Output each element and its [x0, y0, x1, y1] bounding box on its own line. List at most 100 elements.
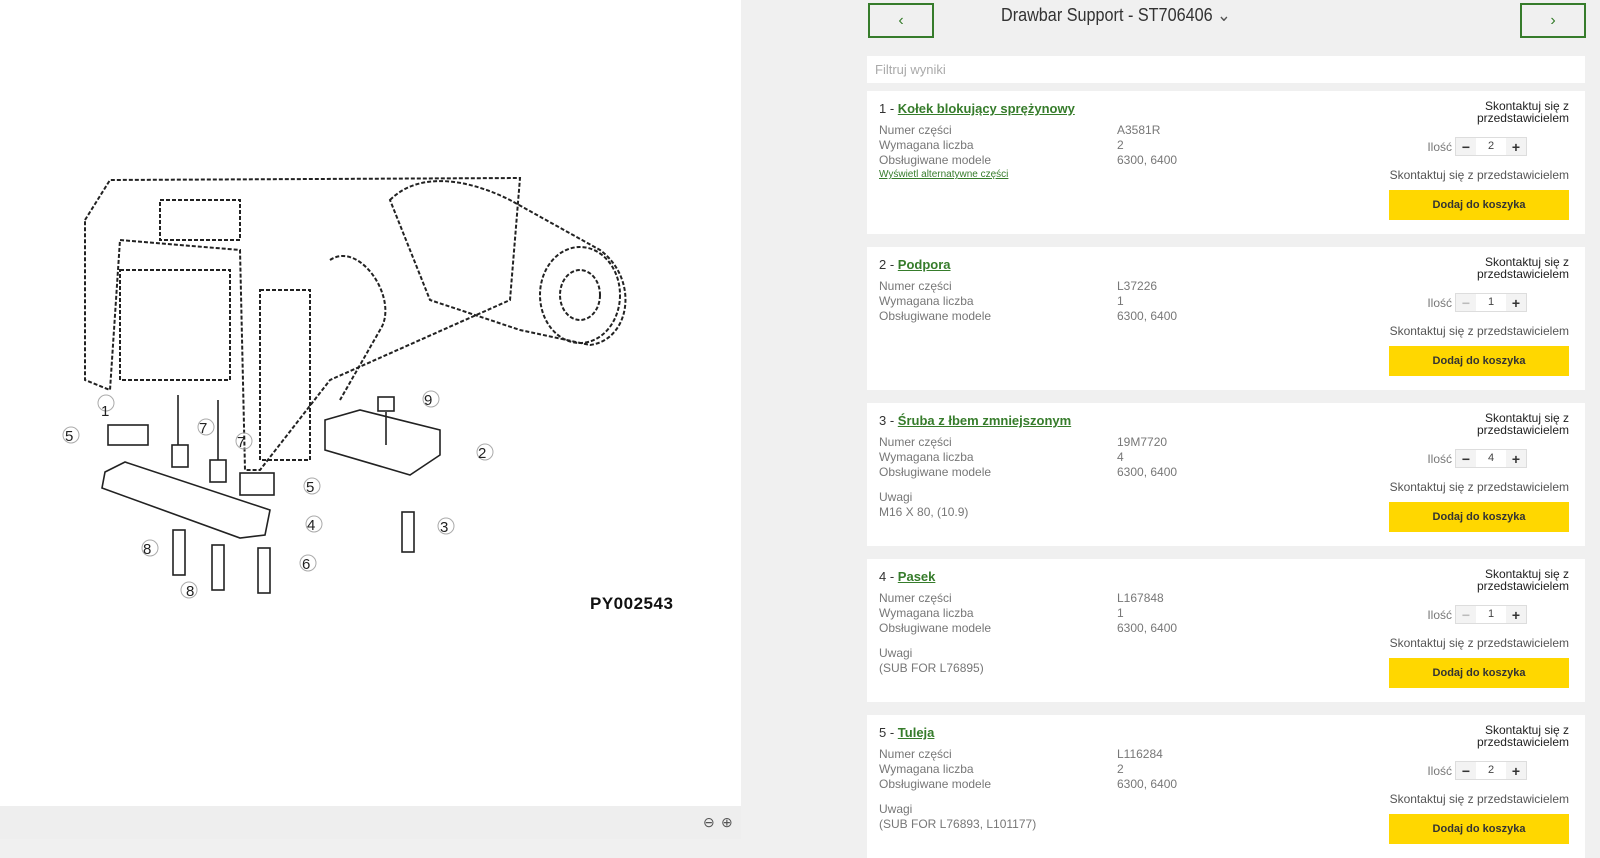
- part-title: 4 - Pasek: [879, 569, 935, 585]
- callout-3: 3: [437, 517, 455, 536]
- svg-text:1: 1: [101, 403, 109, 420]
- diagram-panel: 1 2 3 4 5 5 6 7 7 8 8 9 PY002543 ⊖ ⊕: [0, 0, 741, 839]
- increment-button[interactable]: +: [1511, 138, 1521, 155]
- svg-text:6: 6: [302, 556, 310, 573]
- callout-1: 1: [97, 394, 115, 420]
- callout-8: 8: [141, 539, 159, 558]
- add-to-cart-button[interactable]: Dodaj do koszyka: [1389, 814, 1569, 844]
- quantity-stepper: Ilość −4+: [1427, 449, 1527, 468]
- increment-button[interactable]: +: [1511, 606, 1521, 623]
- detail-value: 2: [1117, 138, 1124, 152]
- contact-dealer-text: Skontaktuj się z przedstawicielem: [1389, 324, 1569, 338]
- filter-input[interactable]: [867, 56, 1585, 83]
- part-index: 5 -: [879, 725, 898, 740]
- zoom-in-icon[interactable]: ⊕: [721, 814, 733, 830]
- part-title: 5 - Tuleja: [879, 725, 934, 741]
- part-name-link[interactable]: Pasek: [897, 569, 936, 584]
- increment-button[interactable]: +: [1511, 450, 1521, 467]
- svg-text:7: 7: [199, 420, 207, 437]
- decrement-button[interactable]: −: [1461, 606, 1471, 623]
- quantity-input[interactable]: 2: [1476, 762, 1506, 779]
- quantity-stepper: Ilość −1+: [1427, 605, 1527, 624]
- add-to-cart-button[interactable]: Dodaj do koszyka: [1389, 502, 1569, 532]
- notes-value: M16 X 80, (10.9): [879, 505, 969, 519]
- detail-value: 6300, 6400: [1117, 153, 1178, 167]
- detail-label: Obsługiwane modele: [879, 621, 992, 635]
- detail-label: Obsługiwane modele: [879, 777, 992, 791]
- decrement-button[interactable]: −: [1461, 138, 1471, 155]
- decrement-button[interactable]: −: [1461, 294, 1471, 311]
- part-name-link[interactable]: Kołek blokujący sprężynowy: [897, 101, 1075, 116]
- detail-label: Wymagana liczba: [879, 138, 974, 152]
- add-to-cart-button[interactable]: Dodaj do koszyka: [1389, 658, 1569, 688]
- part-title: 3 - Śruba z łbem zmniejszonym: [879, 413, 1071, 429]
- svg-text:4: 4: [307, 517, 315, 534]
- detail-label: Numer części: [879, 435, 952, 449]
- detail-value: 2: [1117, 762, 1124, 776]
- zoom-out-icon[interactable]: ⊖: [703, 814, 715, 830]
- decrement-button[interactable]: −: [1461, 762, 1471, 779]
- quantity-label: Ilość: [1427, 295, 1452, 310]
- increment-button[interactable]: +: [1511, 294, 1521, 311]
- increment-button[interactable]: +: [1511, 762, 1521, 779]
- detail-value: 1: [1117, 294, 1124, 308]
- part-detail-row: Numer części A3581R: [879, 123, 1160, 137]
- quantity-input[interactable]: 4: [1476, 450, 1506, 467]
- detail-label: Numer części: [879, 279, 952, 293]
- detail-label: Numer części: [879, 591, 952, 605]
- contact-dealer-text: Skontaktuj się z przedstawicielem: [1476, 723, 1569, 749]
- part-name-link[interactable]: Śruba z łbem zmniejszonym: [897, 413, 1072, 428]
- part-name-link[interactable]: Tuleja: [897, 725, 935, 740]
- contact-dealer-text: Skontaktuj się z przedstawicielem: [1476, 411, 1569, 437]
- quantity-stepper: Ilość −2+: [1427, 137, 1527, 156]
- detail-value: 6300, 6400: [1117, 777, 1178, 791]
- detail-label: Wymagana liczba: [879, 606, 974, 620]
- add-to-cart-button[interactable]: Dodaj do koszyka: [1389, 190, 1569, 220]
- chevron-down-icon[interactable]: ⌄: [1217, 5, 1231, 25]
- page-title[interactable]: Drawbar Support - ST706406 ⌄: [1001, 5, 1231, 26]
- part-index: 3 -: [879, 413, 898, 428]
- quantity-stepper: Ilość −1 +: [1427, 293, 1527, 312]
- callout-6: 6: [299, 554, 317, 573]
- contact-dealer-text: Skontaktuj się z przedstawicielem: [1389, 636, 1569, 650]
- detail-value: L116284: [1117, 747, 1163, 761]
- quantity-label: Ilość: [1427, 763, 1452, 778]
- detail-value: 6300, 6400: [1117, 621, 1178, 635]
- next-button[interactable]: ›: [1520, 3, 1586, 38]
- detail-label: Obsługiwane modele: [879, 465, 992, 479]
- contact-dealer-text: Skontaktuj się z przedstawicielem: [1476, 99, 1569, 125]
- exploded-parts-diagram[interactable]: 1 2 3 4 5 5 6 7 7 8 8 9: [0, 0, 741, 800]
- contact-dealer-text: Skontaktuj się z przedstawicielem: [1389, 168, 1569, 182]
- callout-7: 7: [197, 418, 215, 437]
- svg-text:8: 8: [143, 541, 151, 558]
- view-alternatives-link[interactable]: Wyświetl alternatywne części: [879, 169, 1009, 180]
- svg-text:9: 9: [424, 392, 432, 409]
- quantity-input[interactable]: 1: [1476, 606, 1506, 623]
- detail-value: A3581R: [1117, 123, 1161, 137]
- part-title: 2 - Podpora: [879, 257, 951, 273]
- part-name-link[interactable]: Podpora: [897, 257, 951, 272]
- part-title: 1 - Kołek blokujący sprężynowy: [879, 101, 1075, 117]
- quantity-input[interactable]: 2: [1476, 138, 1506, 155]
- contact-dealer-text: Skontaktuj się z przedstawicielem: [1389, 480, 1569, 494]
- svg-text:8: 8: [186, 583, 194, 600]
- add-to-cart-button[interactable]: Dodaj do koszyka: [1389, 346, 1569, 376]
- quantity-stepper: Ilość −2 +: [1427, 761, 1527, 780]
- detail-label: Numer części: [879, 123, 952, 137]
- decrement-button[interactable]: −: [1461, 450, 1471, 467]
- quantity-input[interactable]: 1: [1476, 294, 1506, 311]
- detail-value: 6300, 6400: [1117, 309, 1178, 323]
- prev-button[interactable]: ‹: [868, 3, 934, 38]
- notes-label: Uwagi: [879, 646, 913, 660]
- detail-label: Numer części: [879, 747, 952, 761]
- title-text: Drawbar Support - ST706406: [1001, 5, 1213, 25]
